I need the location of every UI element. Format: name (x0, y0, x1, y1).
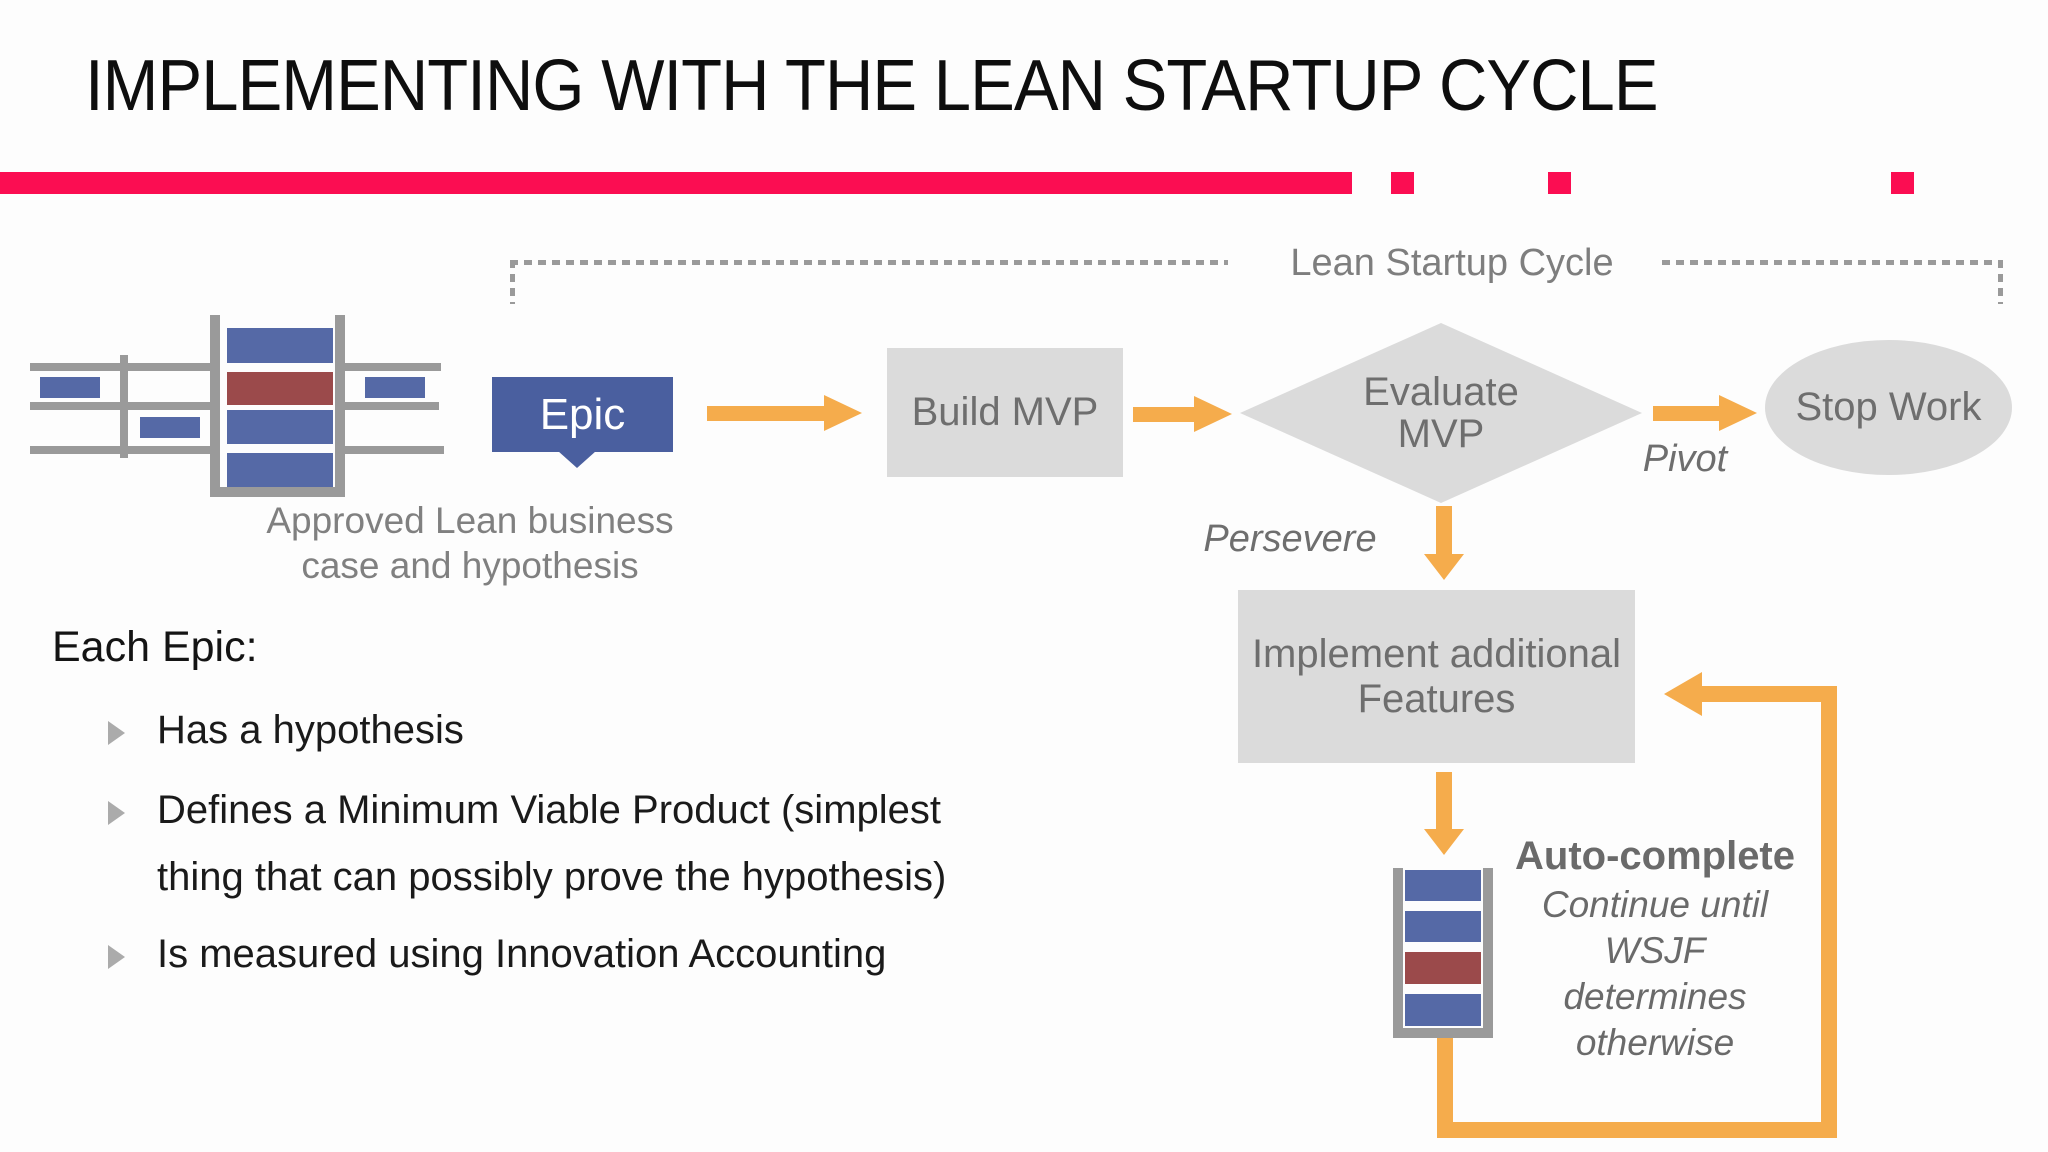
pivot-arrow-head (1719, 395, 1757, 431)
flow-arrow-head (1424, 829, 1464, 855)
evaluate-mvp-node: Evaluate MVP (1240, 323, 1642, 503)
bullet-item: Defines a Minimum Viable Product (simple… (157, 788, 942, 832)
persevere-label: Persevere (1203, 518, 1377, 560)
funnel-epic-bar-red (227, 372, 333, 405)
stop-work-node: Stop Work (1765, 340, 2012, 475)
implement-features-node: Implement additional Features (1238, 590, 1635, 763)
bullet-item-wrap: thing that can possibly prove the hypoth… (157, 855, 947, 899)
accent-square (1391, 172, 1414, 194)
pivot-arrow-shaft (1653, 406, 1721, 421)
epic-node-tail (558, 451, 596, 468)
bullet-triangle-icon (108, 801, 125, 825)
implement-line1: Implement additional (1251, 631, 1622, 676)
epic-funnel-icon (0, 300, 470, 510)
funnel-small-bar (140, 417, 200, 438)
accent-square (1548, 172, 1571, 194)
flow-arrow-head (1194, 396, 1232, 432)
funnel-column-bottom (210, 487, 345, 497)
bullet-triangle-icon (108, 945, 125, 969)
page-title: IMPLEMENTING WITH THE LEAN STARTUP CYCLE (85, 46, 1659, 126)
funnel-small-bar (40, 377, 100, 398)
flow-arrow-shaft (1133, 407, 1195, 422)
pivot-label: Pivot (1642, 438, 1728, 480)
backlog-bottom (1393, 1028, 1493, 1038)
implement-line2: Features (1357, 676, 1516, 721)
backlog-bar (1405, 994, 1481, 1026)
funnel-row-line (345, 446, 444, 454)
bullets-heading: Each Epic: (52, 623, 258, 671)
backlog-wall (1483, 868, 1493, 1038)
cycle-bracket-right-tick (1998, 260, 2003, 304)
funnel-epic-bar (227, 410, 333, 444)
backlog-icon (1380, 860, 1510, 1050)
backlog-bar (1405, 911, 1481, 942)
cycle-label: Lean Startup Cycle (1290, 242, 1614, 284)
build-mvp-node: Build MVP (887, 348, 1123, 477)
epic-caption: Approved Lean business case and hypothes… (230, 498, 710, 588)
funnel-row-line (345, 402, 439, 410)
funnel-row-line (345, 363, 441, 371)
auto-complete-line: otherwise (1575, 1022, 1735, 1063)
auto-complete-note: Auto-complete Continue until WSJF determ… (1510, 836, 1800, 1066)
funnel-small-bar (365, 377, 425, 398)
evaluate-line2: MVP (1397, 412, 1485, 456)
backlog-wall (1393, 868, 1403, 1038)
auto-complete-line: Continue until (1541, 884, 1769, 925)
persevere-arrow-head (1424, 554, 1464, 580)
accent-bar (0, 172, 1352, 194)
backlog-bar-red (1405, 952, 1481, 984)
persevere-arrow-shaft (1436, 506, 1452, 556)
auto-complete-title: Auto-complete (1515, 834, 1795, 878)
loop-arrow-segment-down (1437, 1038, 1453, 1138)
flow-arrow-head (824, 395, 862, 431)
epic-caption-line2: case and hypothesis (301, 545, 639, 586)
flow-arrow-shaft (1436, 772, 1452, 830)
funnel-epic-bar (227, 328, 333, 363)
bullet-item: Has a hypothesis (157, 708, 464, 752)
funnel-column-wall (335, 315, 345, 497)
cycle-bracket-left-line (510, 260, 1228, 265)
backlog-bar (1405, 870, 1481, 901)
loop-arrow-segment-right (1821, 686, 1837, 1138)
flow-arrow-shaft (707, 406, 825, 421)
auto-complete-line: determines (1563, 976, 1747, 1017)
funnel-epic-bar (227, 453, 333, 487)
bullet-item: Is measured using Innovation Accounting (157, 932, 887, 976)
epic-node: Epic (492, 377, 673, 452)
evaluate-line1: Evaluate (1363, 370, 1519, 414)
loop-arrow-segment-bottom (1437, 1122, 1837, 1138)
funnel-lane-tick (120, 355, 128, 458)
epic-caption-line1: Approved Lean business (266, 500, 674, 541)
loop-arrow-head (1664, 672, 1702, 716)
accent-square (1891, 172, 1914, 194)
cycle-bracket-left-tick (510, 260, 515, 304)
auto-complete-line: WSJF (1604, 930, 1706, 971)
bullet-triangle-icon (108, 721, 125, 745)
cycle-bracket-right-line (1662, 260, 2003, 265)
funnel-column-wall (210, 315, 220, 497)
loop-arrow-segment-top (1700, 686, 1837, 702)
